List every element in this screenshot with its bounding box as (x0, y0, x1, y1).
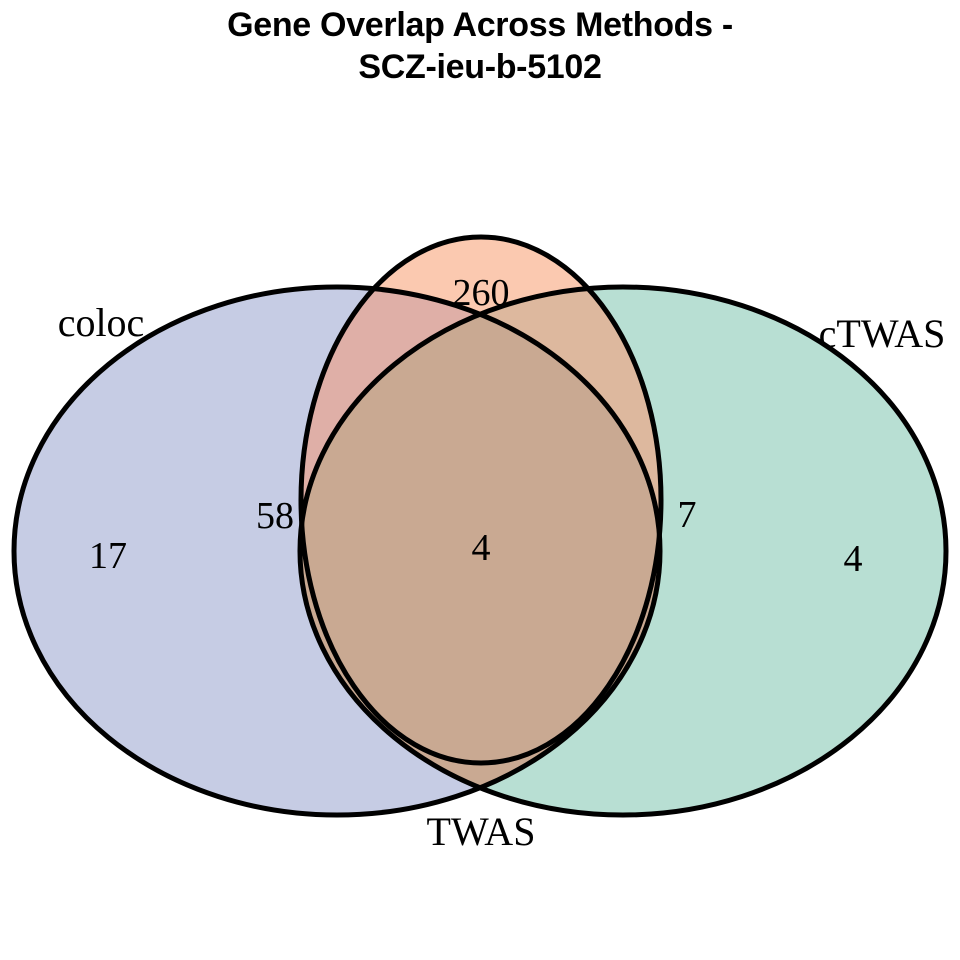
count-ctwas-only: 4 (843, 538, 863, 580)
count-twas-ctwas: 7 (677, 494, 697, 536)
circle-outline-ctwas (297, 284, 949, 818)
region-triple-fill (301, 287, 660, 763)
set-label-coloc: coloc (57, 300, 145, 345)
venn-region-fills (14, 237, 946, 815)
set-label-twas: TWAS (426, 809, 536, 854)
count-twas-only: 260 (452, 272, 510, 314)
count-coloc-twas: 58 (256, 495, 294, 537)
set-label-ctwas: cTWAS (818, 311, 946, 356)
page-title: Gene Overlap Across Methods - SCZ-ieu-b-… (227, 6, 733, 86)
venn-outlines (11, 234, 949, 818)
count-coloc-only: 17 (89, 535, 127, 577)
count-triple-overlap: 4 (471, 527, 491, 569)
circle-outline-twas (298, 234, 664, 766)
